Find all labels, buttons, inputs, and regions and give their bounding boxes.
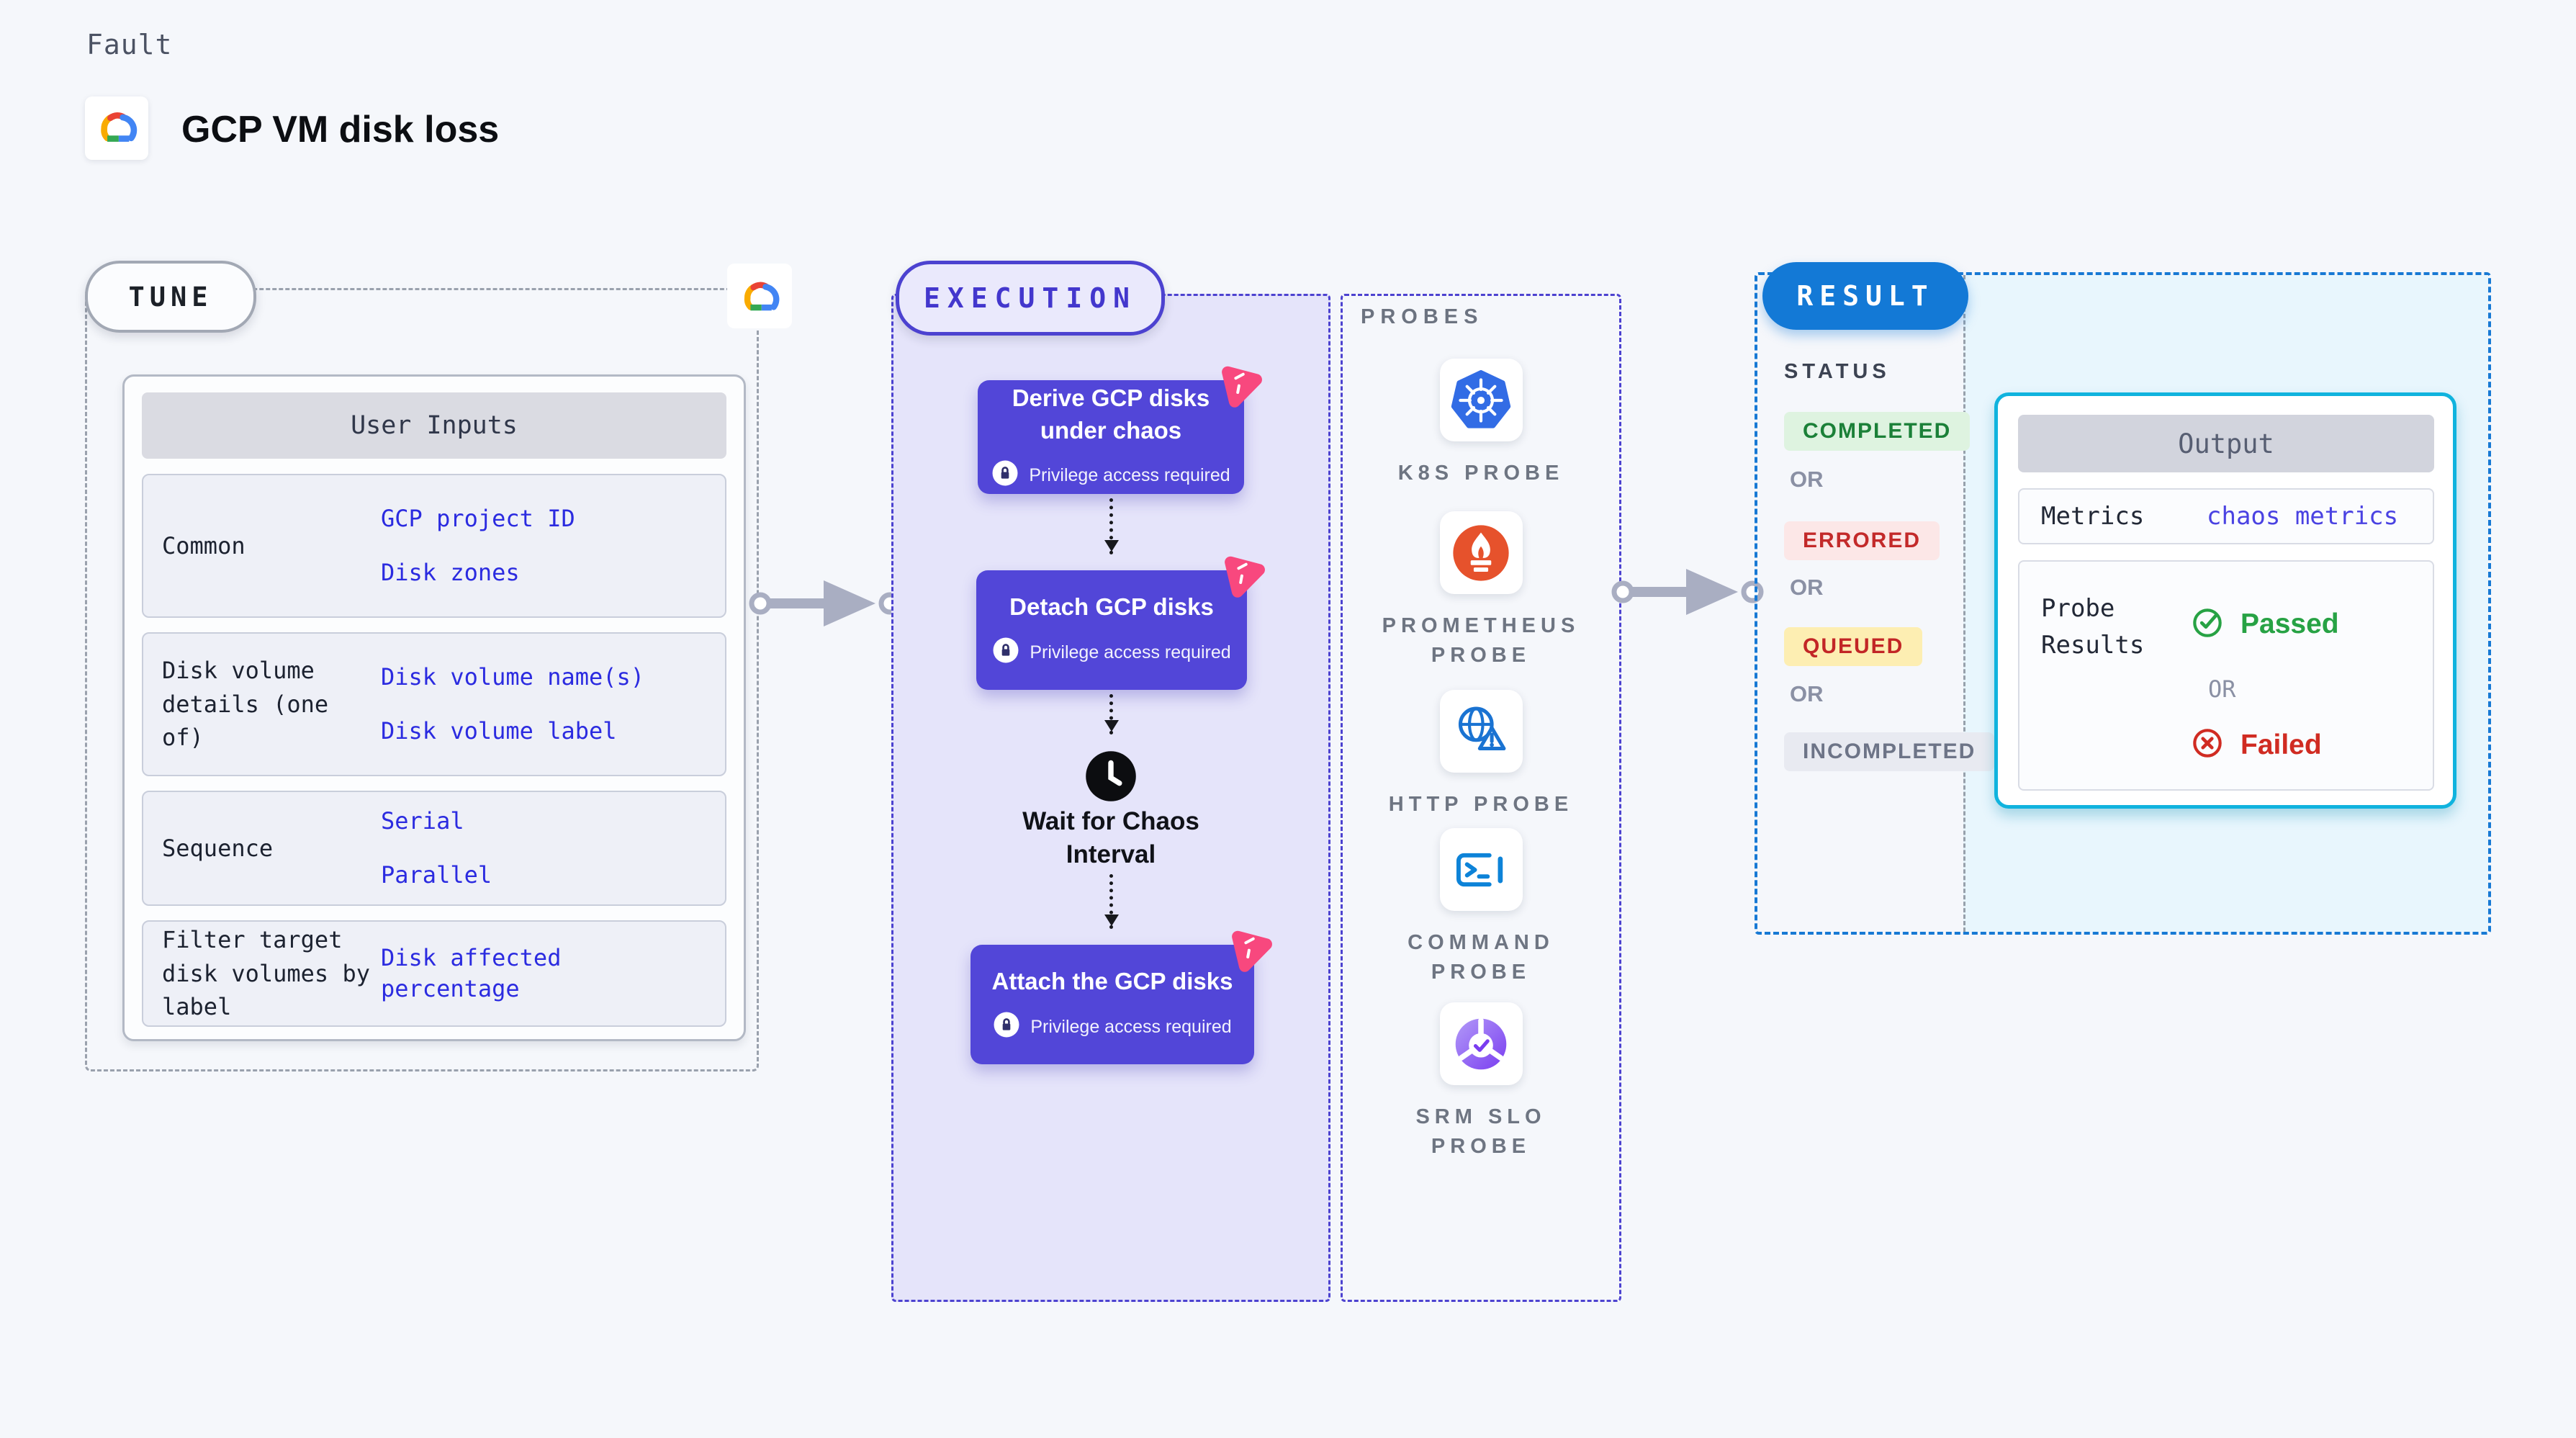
- input-value: Serial: [381, 806, 464, 835]
- lock-icon: [991, 459, 1019, 492]
- input-row-common: Common GCP project ID Disk zones: [142, 474, 726, 618]
- privilege-badge: Privilege access required: [1030, 642, 1231, 662]
- probe-k8s: K8S PROBE: [1369, 359, 1593, 488]
- chaos-litmus-icon: [1215, 545, 1276, 607]
- or-separator: OR: [2208, 675, 2236, 703]
- step-title: Attach the GCP disks: [991, 968, 1233, 995]
- tune-section-box: [85, 288, 759, 1071]
- tune-pill: TUNE: [85, 261, 256, 333]
- output-header: Output: [2018, 415, 2434, 472]
- gcp-cloud-icon: [727, 264, 792, 328]
- input-value: Disk volume label: [381, 717, 617, 745]
- lock-icon: [993, 1011, 1020, 1043]
- step-title: Derive GCP disks under chaos: [1012, 384, 1210, 444]
- page-title: GCP VM disk loss: [181, 109, 500, 150]
- or-separator: OR: [1790, 575, 1824, 600]
- http-globe-icon: [1439, 690, 1523, 773]
- failed-result: Failed: [2189, 724, 2322, 765]
- or-separator: OR: [1790, 467, 1824, 492]
- input-value: Disk zones: [381, 559, 520, 586]
- user-inputs-header: User Inputs: [142, 392, 726, 459]
- input-value: Disk volume name(s): [381, 662, 645, 691]
- execution-pill: EXECUTION: [896, 261, 1165, 336]
- metrics-label: Metrics: [2041, 502, 2145, 531]
- flow-arrow-icon: [1611, 569, 1764, 615]
- metrics-value: chaos metrics: [2207, 502, 2399, 531]
- probe-results-label: Probe Results: [2041, 594, 2145, 660]
- flow-connector: [1104, 694, 1119, 734]
- step-detach-gcp-disks: Detach GCP disks Privilege access requir…: [976, 556, 1265, 690]
- status-badge-errored: ERRORED: [1784, 521, 1940, 560]
- status-badge-queued: QUEUED: [1784, 627, 1923, 666]
- passed-label: Passed: [2241, 608, 2339, 639]
- x-circle-icon: [2189, 724, 2226, 765]
- failed-label: Failed: [2241, 729, 2322, 760]
- input-row-label: Filter target disk volumes by label: [162, 926, 370, 1021]
- passed-result: Passed: [2189, 603, 2339, 644]
- user-inputs-table: User Inputs Common GCP project ID Disk z…: [122, 374, 746, 1041]
- input-value: GCP project ID: [381, 504, 575, 532]
- probe-http: HTTP PROBE: [1369, 690, 1593, 819]
- privilege-badge: Privilege access required: [1029, 465, 1230, 486]
- input-row-label: Disk volume details (one of): [162, 657, 329, 752]
- input-value: Disk affected percentage: [381, 943, 562, 1002]
- flow-connector: [1104, 498, 1119, 554]
- step-derive-gcp-disks: Derive GCP disks under chaos Privilege a…: [978, 366, 1262, 494]
- gcp-logo-card: [85, 96, 148, 160]
- privilege-badge: Privilege access required: [1030, 1016, 1232, 1037]
- input-row-label: Sequence: [162, 834, 274, 862]
- probe-label: PROMETHEUS PROBE: [1382, 614, 1580, 667]
- terminal-icon: [1439, 828, 1523, 911]
- probe-label: COMMAND PROBE: [1408, 931, 1554, 984]
- probe-srm-slo: SRM SLO PROBE: [1369, 1002, 1593, 1161]
- gcp-cloud-icon: [91, 106, 143, 151]
- probe-label: HTTP PROBE: [1388, 793, 1574, 816]
- probe-command: COMMAND PROBE: [1369, 828, 1593, 987]
- input-row-sequence: Sequence Serial Parallel: [142, 791, 726, 906]
- chaos-litmus-icon: [1212, 355, 1274, 417]
- fault-kicker: Fault: [86, 29, 173, 60]
- input-row-filter-by-label: Filter target disk volumes by label Disk…: [142, 920, 726, 1027]
- flow-arrow-icon: [749, 580, 901, 626]
- step-title: Detach GCP disks: [1009, 593, 1214, 621]
- chaos-litmus-icon: [1222, 920, 1284, 981]
- status-title: STATUS: [1784, 360, 1891, 383]
- check-circle-icon: [2189, 603, 2226, 644]
- prometheus-icon: [1439, 511, 1523, 594]
- srm-slo-gauge-icon: [1439, 1002, 1523, 1085]
- result-divider: [1963, 275, 1965, 932]
- probe-label: SRM SLO PROBE: [1415, 1105, 1546, 1158]
- input-value: Parallel: [381, 861, 492, 889]
- kubernetes-icon: [1439, 359, 1523, 441]
- clock-icon: [1084, 750, 1138, 803]
- step-attach-gcp-disks: Attach the GCP disks Privilege access re…: [970, 930, 1272, 1064]
- flow-connector: [1104, 874, 1119, 929]
- output-card: Output Metrics chaos metrics Probe Resul…: [1994, 392, 2456, 809]
- probes-section-label: PROBES: [1361, 305, 1484, 328]
- lock-icon: [992, 637, 1019, 669]
- input-row-label: Common: [162, 531, 246, 560]
- probes-section-box: [1341, 294, 1621, 1302]
- result-pill: RESULT: [1762, 262, 1968, 330]
- status-badge-completed: COMPLETED: [1784, 412, 1971, 451]
- or-separator: OR: [1790, 681, 1824, 706]
- probe-label: K8S PROBE: [1397, 462, 1564, 485]
- status-badge-incompleted: INCOMPLETED: [1784, 732, 1995, 771]
- probe-results-row: Probe Results Passed OR: [2018, 560, 2434, 791]
- input-row-disk-volume-details: Disk volume details (one of) Disk volume…: [142, 632, 726, 776]
- metrics-row: Metrics chaos metrics: [2018, 488, 2434, 544]
- wait-for-chaos-interval-label: Wait for Chaos Interval: [1022, 807, 1199, 868]
- probe-prometheus: PROMETHEUS PROBE: [1369, 511, 1593, 670]
